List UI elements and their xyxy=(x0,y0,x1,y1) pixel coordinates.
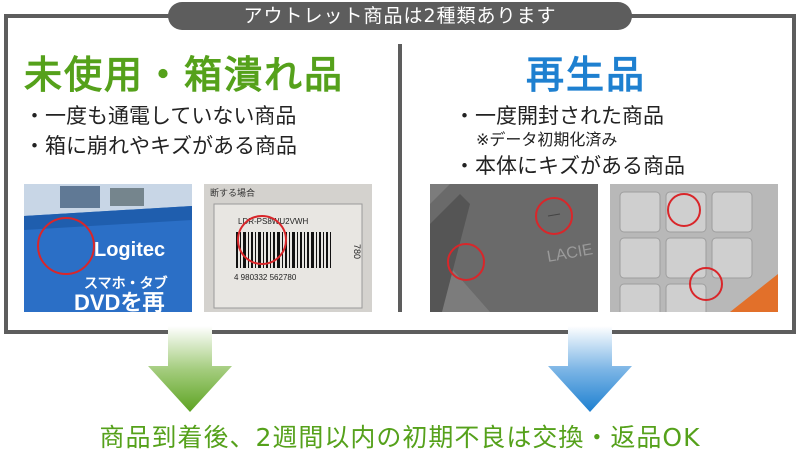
box-text-line1: スマホ・タブ xyxy=(84,275,168,291)
green-down-arrow-icon xyxy=(148,326,232,412)
unused-damaged-box-title: 未使用・箱潰れ品 xyxy=(24,53,345,97)
scratch-circle-2 xyxy=(447,243,485,281)
label-code-text: 780 xyxy=(352,244,362,259)
box-text-line2: DVDを再 xyxy=(74,290,164,312)
damage-circle xyxy=(37,217,95,275)
header-title: アウトレット商品は2種類あります xyxy=(168,2,632,30)
logitec-brand-text: Logitec xyxy=(94,239,165,261)
scratch-circle-4 xyxy=(689,267,723,301)
left-bullet-2: ・箱に崩れやキズがある商品 xyxy=(24,134,297,158)
barcode-label-photo: 断する場合 LDR-PS8WU2VWH 780 4 980332 562780 xyxy=(204,184,372,312)
lacie-drive-photo: LACIE xyxy=(430,184,598,312)
data-initialized-note: ※データ初期化済み xyxy=(476,130,618,149)
right-bullet-2: ・本体にキズがある商品 xyxy=(454,154,685,178)
label-model-text: LDR-PS8WU2VWH xyxy=(238,217,308,226)
barcode-number-text: 4 980332 562780 xyxy=(234,273,297,282)
blue-down-arrow-icon xyxy=(548,326,632,412)
barcode-graphic xyxy=(236,232,331,268)
right-bullet-1: ・一度開封された商品 xyxy=(454,104,664,128)
lacie-grid-drive-photo xyxy=(610,184,778,312)
return-policy-text: 商品到着後、2週間以内の初期不良は交換・返品OK xyxy=(99,423,701,452)
logitec-box-photo: Logitec スマホ・タブ DVDを再 xyxy=(24,184,192,312)
label-top-text-2: 断する場合 xyxy=(210,187,255,198)
refurbished-title: 再生品 xyxy=(526,53,647,97)
damage-circle-2 xyxy=(237,215,287,265)
left-bullet-1: ・一度も通電していない商品 xyxy=(24,104,297,128)
section-divider xyxy=(398,44,402,312)
scratch-circle-3 xyxy=(667,193,701,227)
scratch-circle-1 xyxy=(535,197,573,235)
